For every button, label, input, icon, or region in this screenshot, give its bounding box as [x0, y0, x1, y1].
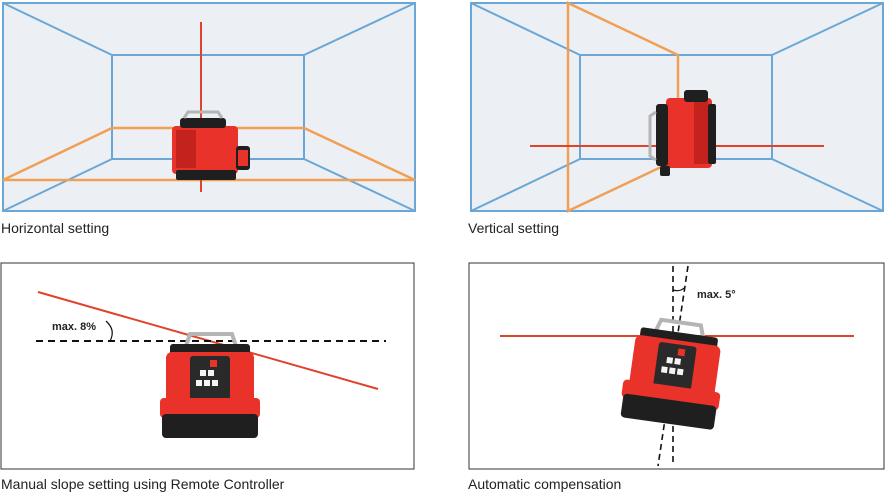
- rotating-laser-level-icon: [160, 332, 260, 438]
- automatic-compensation-diagram: max. 5°: [468, 262, 885, 470]
- room-perspective-lines: [470, 2, 884, 212]
- tilt-angle-arc: [672, 287, 685, 292]
- slope-max-label: max. 8%: [52, 321, 96, 333]
- caption-vertical-setting: Vertical setting: [468, 220, 560, 236]
- rotating-laser-level-icon: [620, 317, 721, 430]
- rotating-laser-level-icon: [648, 90, 716, 176]
- panel-automatic-compensation: max. 5°: [468, 262, 886, 470]
- room-perspective-lines: [2, 2, 416, 212]
- horizontal-room-diagram: [2, 2, 416, 212]
- panel-manual-slope: max. 8%: [0, 262, 416, 470]
- caption-horizontal-setting: Horizontal setting: [1, 220, 110, 236]
- rotating-laser-level-icon: [172, 110, 250, 180]
- horizontal-laser-plane: [2, 126, 416, 182]
- caption-manual-slope: Manual slope setting using Remote Contro…: [1, 476, 285, 492]
- manual-slope-diagram: max. 8%: [0, 262, 415, 470]
- vertical-room-diagram: [470, 1, 884, 213]
- caption-automatic-compensation: Automatic compensation: [468, 476, 622, 492]
- panel-horizontal-setting: [0, 0, 420, 215]
- panel-vertical-setting: [468, 0, 888, 215]
- compensation-max-label: max. 5°: [697, 289, 736, 301]
- slope-angle-arc: [105, 320, 113, 342]
